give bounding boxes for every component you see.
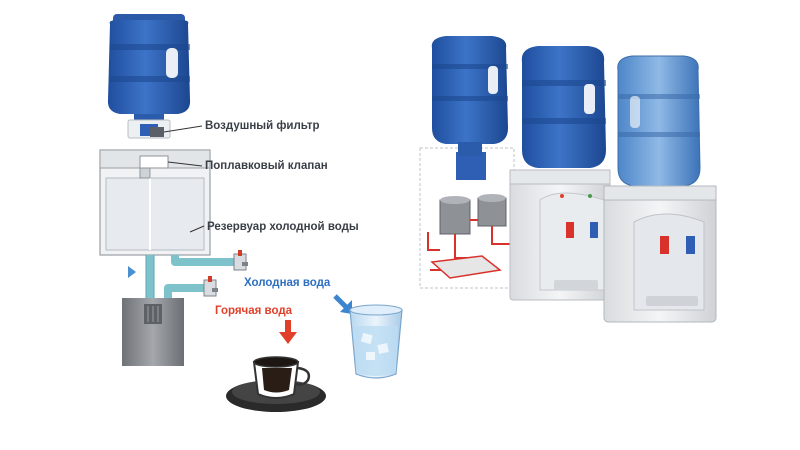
float-valve-label: Поплавковый клапан xyxy=(205,160,328,172)
hot-faucet-icon xyxy=(203,276,218,297)
cold-reservoir-tank xyxy=(99,149,211,256)
cold-water-arrow-icon xyxy=(333,294,352,314)
flow-arrow-icon xyxy=(128,266,136,278)
right-dispenser xyxy=(603,55,717,323)
cold-reservoir-label: Резервуар холодной воды xyxy=(207,221,359,233)
air-filter-icon xyxy=(150,127,164,137)
cutaway-dispenser xyxy=(419,36,515,289)
water-glass-icon xyxy=(349,304,403,379)
cold-reservoir-pointer xyxy=(189,225,205,233)
cold-faucet-icon xyxy=(233,250,248,271)
heater-tank xyxy=(122,298,184,366)
hot-water-arrow-icon xyxy=(279,320,297,344)
air-filter-label: Воздушный фильтр xyxy=(205,120,320,132)
middle-dispenser xyxy=(509,46,611,301)
water-bottle-icon xyxy=(107,14,191,139)
float-valve-pointer xyxy=(167,161,203,167)
water-pipes xyxy=(146,255,240,300)
cold-water-label: Холодная вода xyxy=(244,277,331,289)
hot-water-label: Горячая вода xyxy=(215,305,293,317)
coffee-cup-icon xyxy=(226,356,326,412)
air-filter-pointer xyxy=(163,125,203,133)
